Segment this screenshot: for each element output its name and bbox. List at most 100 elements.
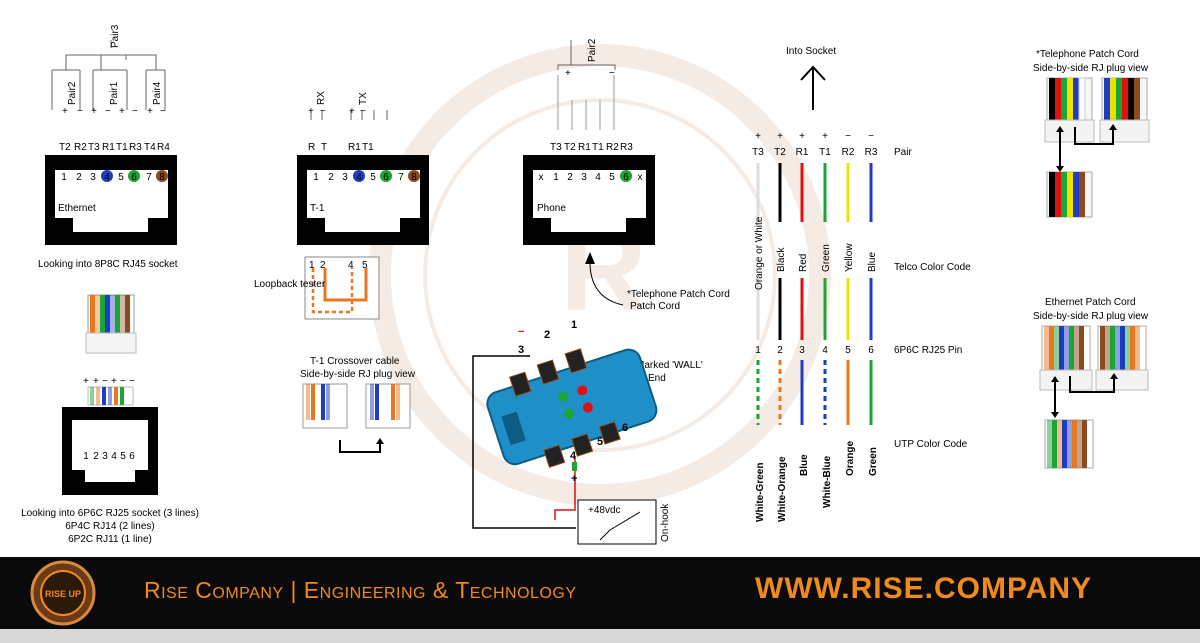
pin-number: 3 <box>90 172 96 183</box>
footer-strip <box>0 629 1200 643</box>
loop-pin: 1 <box>309 260 315 271</box>
rj45-sign: − <box>105 106 111 117</box>
crossover-sub: Side-by-side RJ plug view <box>300 369 416 380</box>
utp-label: UTP Color Code <box>894 439 968 450</box>
pin-number: 8 <box>159 172 165 183</box>
pin-number: 6 <box>383 172 389 183</box>
utp-color-label: White-Green <box>755 463 766 522</box>
rj45-sign: + <box>147 106 153 117</box>
t1-rx-label: RX <box>316 91 327 105</box>
rj45-pair-label: Pair4 <box>152 81 163 105</box>
rj45-pin-label: T4 <box>144 142 156 153</box>
pin-number: 1 <box>61 172 67 183</box>
code-rj25-pin: 4 <box>822 345 828 356</box>
t1-tx-label: TX <box>358 92 369 105</box>
pin-number: 3 <box>342 172 348 183</box>
pin-number: 5 <box>118 172 124 183</box>
power-label: +48vdc <box>588 505 621 516</box>
utp-color-label: Orange <box>845 441 856 476</box>
loop-pin: 5 <box>362 260 368 271</box>
eth-patch-plugs-icon <box>1039 325 1149 469</box>
utp-color-label: White-Orange <box>777 456 788 522</box>
rj45-pin-label: T2 <box>59 142 71 153</box>
pin-number: 6 <box>623 172 629 183</box>
pin-number: 7 <box>146 172 152 183</box>
pin-number: 1 <box>313 172 319 183</box>
rj25-caption-line: Looking into 6P6C RJ25 socket (3 lines) <box>21 508 199 519</box>
company-name: Rise Company | Engineering & Technology <box>144 577 577 603</box>
pin-circle <box>128 170 140 182</box>
tester-minus: − <box>518 326 524 338</box>
pin-number: 2 <box>76 172 82 183</box>
t1-name: T-1 <box>310 203 325 214</box>
pin-number: 4 <box>356 172 362 183</box>
rj25-pin-number: 3 <box>102 451 108 462</box>
rj25-sign: + <box>93 376 99 387</box>
phone-pin-label: T1 <box>592 142 604 153</box>
phone-pin-label: T2 <box>564 142 576 153</box>
rj25-sign: − <box>120 376 126 387</box>
rise-logo: RISE UP <box>30 560 96 626</box>
rj25-pin-number: 2 <box>93 451 99 462</box>
code-sign: − <box>845 131 851 142</box>
rj45-pin-label: R3 <box>129 142 142 153</box>
tester-num: 6 <box>622 422 628 434</box>
rj25-pin-number: 1 <box>83 451 89 462</box>
pin-number: 6 <box>131 172 137 183</box>
rj45-pin-label: R1 <box>102 142 115 153</box>
svg-text:+: + <box>565 68 571 79</box>
telco-color-label: Blue <box>867 252 878 272</box>
pin-number: 7 <box>398 172 404 183</box>
rj45-caption: Looking into 8P8C RJ45 socket <box>38 259 178 270</box>
t1-pin-label: R <box>308 142 315 153</box>
power-box <box>577 499 657 545</box>
phone-pin-label: R3 <box>620 142 633 153</box>
tester-plus: + <box>571 473 577 485</box>
rj45-pin-label: T1 <box>116 142 128 153</box>
tester-num: 5 <box>597 436 603 448</box>
pin-number: x <box>539 172 544 183</box>
telco-color-label: Red <box>798 254 809 272</box>
phone-pin-label: R2 <box>606 142 619 153</box>
svg-text:−: − <box>320 106 326 117</box>
telco-color-label: Orange or White <box>754 216 765 290</box>
code-pin-label: R2 <box>842 147 855 158</box>
cord-label: *Telephone Patch Cord <box>627 289 730 300</box>
marked-label: Marked 'WALL' <box>636 360 703 371</box>
rj25-caption-line: 6P4C RJ14 (2 lines) <box>65 521 154 532</box>
t1-pin-label: T <box>321 142 327 153</box>
tester-num: 1 <box>571 319 577 331</box>
code-pin-label: R1 <box>796 147 809 158</box>
tester-num: 3 <box>518 344 524 356</box>
tel-patch-sub: Side-by-side RJ plug view <box>1033 63 1149 74</box>
rj25-sign: + <box>83 376 89 387</box>
pin-number: 5 <box>609 172 615 183</box>
loop-pin: 4 <box>348 260 354 271</box>
pin-number: 3 <box>581 172 587 183</box>
rj45-sign: − <box>160 106 166 117</box>
patch-cord-group: *Telephone Patch Cord Side-by-side RJ pl… <box>1033 49 1150 469</box>
code-pin-label: T1 <box>819 147 831 158</box>
rj25-sign: + <box>111 376 117 387</box>
pin-number: 8 <box>411 172 417 183</box>
pin-circle <box>353 170 365 182</box>
t1-pin-label: T1 <box>362 142 374 153</box>
pin-number: 4 <box>104 172 110 183</box>
rj45-sign: − <box>132 106 138 117</box>
pin-circle <box>408 170 420 182</box>
website-link[interactable]: WWW.RISE.COMPANY <box>755 572 1093 605</box>
rj45-pair-label: Pair1 <box>109 81 120 105</box>
telco-color-label: Black <box>776 247 787 272</box>
svg-text:−: − <box>609 68 615 79</box>
pair-label: Pair <box>894 147 912 158</box>
utp-color-label: Blue <box>799 454 810 476</box>
tester-group: +48vdc On-hook 1 2 3 4 5 6 − + <box>472 319 671 545</box>
tester-device-icon <box>486 348 658 468</box>
code-sign: + <box>755 131 761 142</box>
rj45-pin-label: T3 <box>88 142 100 153</box>
rj45-sign: − <box>77 106 83 117</box>
cord-label-line2: Patch Cord <box>630 301 680 312</box>
